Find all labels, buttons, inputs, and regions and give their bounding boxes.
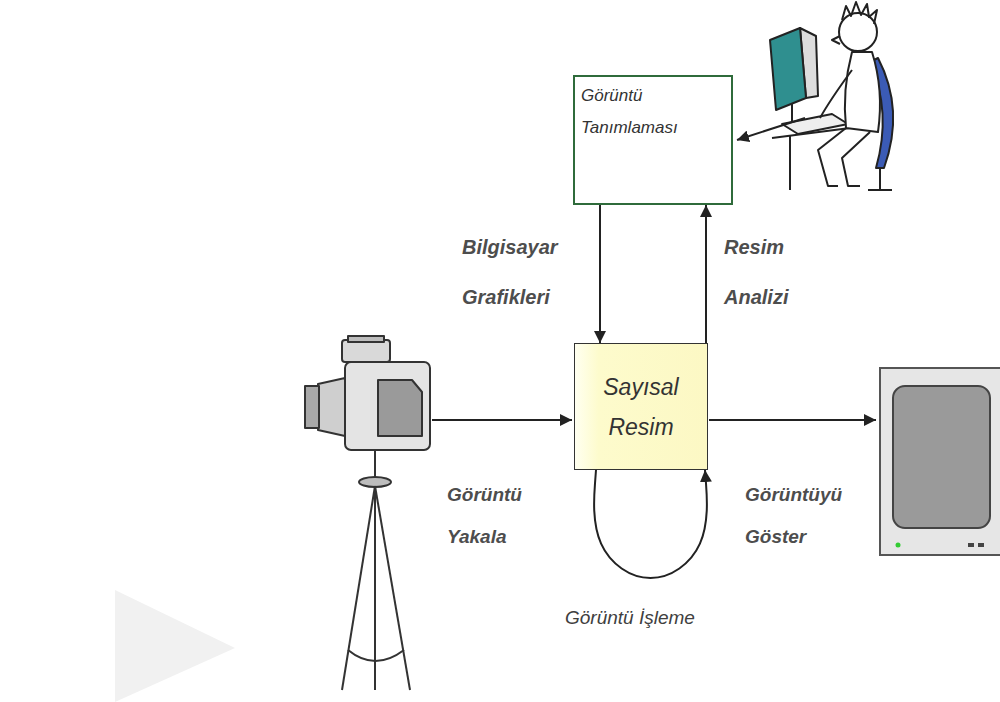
flow-arrow: [599, 205, 601, 343]
display-arrow: [709, 419, 876, 421]
edge-label: Resim Analizi: [724, 222, 819, 322]
node-text: Görüntü Tanımlaması: [581, 80, 701, 144]
arrow-label: Görüntüyü Göster: [745, 474, 875, 558]
camera-icon: [305, 336, 430, 690]
monitor-icon: [880, 368, 1000, 555]
user-arrow: [737, 118, 805, 140]
loop-arrow: [594, 470, 707, 578]
capture-arrow: [432, 419, 572, 421]
image-box: Sayısal Resim: [574, 343, 708, 470]
edge-label: Bilgisayar Grafikleri: [462, 222, 582, 322]
node-text: Sayısal Resim: [591, 367, 691, 447]
flow-arrow: [705, 205, 707, 343]
arrow-label: Görüntü Yakala: [447, 474, 537, 558]
definition-box: Görüntü Tanımlaması: [573, 75, 733, 205]
user-at-computer: [770, 2, 893, 190]
watermark-shape: [115, 590, 235, 702]
edge-label: Görüntü İşleme: [565, 604, 765, 632]
